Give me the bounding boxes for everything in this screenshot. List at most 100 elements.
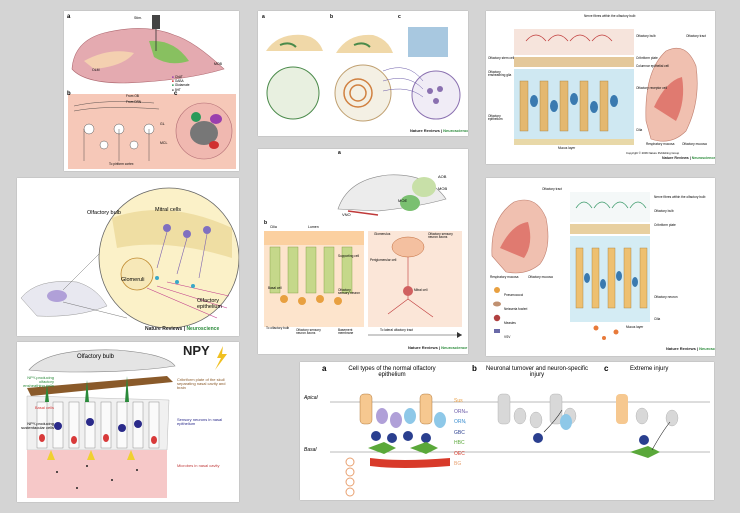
label-mucus: Mucus layer	[558, 146, 576, 150]
journal-footer: Nature Reviews | Neuroscience	[410, 128, 468, 133]
label-cribriform: Cribriform plate	[654, 223, 676, 227]
panel-brain-circuit: a Stim. OLM MOB b c From OB From DRN GL …	[64, 11, 239, 171]
legend: Pneumococci Neisseria fowleri Measles VS…	[504, 288, 527, 344]
label-sensory: Sensory neurons in nasal epithelium	[177, 417, 223, 427]
journal-footer: Nature Reviews | Neuroscience	[145, 326, 220, 332]
label-from-drn: From DRN	[126, 100, 142, 104]
label-resp-mucosa: Respiratory mucosa	[646, 142, 675, 146]
legend-item: ■ ChAT	[172, 75, 183, 79]
label-cilia: Cilia	[636, 128, 643, 132]
label-stem: Olfactory stem cell	[488, 56, 515, 60]
olfactory-system-figure	[264, 174, 462, 338]
pathogens-figure	[491, 192, 650, 340]
copyright: Copyright © 2006 Nature Publishing Group	[626, 151, 680, 155]
sensory-zoom-figure	[266, 27, 461, 122]
label-basal: Basal	[304, 447, 317, 453]
npy-figure	[26, 346, 227, 498]
cell-type-key: Sus ORNₘ ORNᵢ GBC HBC OEC BG	[454, 396, 468, 470]
label-columnar: Columnar epithelial cell	[636, 64, 669, 68]
label-microbes: Microbes in nasal cavity	[177, 463, 220, 468]
label-b: b	[472, 364, 477, 373]
label-c: c	[398, 14, 401, 20]
label-a: a	[262, 14, 265, 20]
cell-type-sus: Sus	[454, 398, 463, 404]
legend-item: Measles	[504, 321, 516, 325]
journal-footer: Nature Reviews | Neuroscience	[408, 345, 468, 350]
label-cribriform: Cribriform plate	[636, 56, 658, 60]
panel-olfactory-system: a AOB MOB MOE VNO b Cilia Lumen Supporti…	[258, 149, 468, 354]
cell-type-orn-m: ORNₘ	[454, 408, 469, 415]
label-gl: GL	[160, 122, 165, 126]
label-cilia: Cilia	[270, 225, 277, 229]
label-basal: Basal cell	[268, 286, 282, 290]
label-epithelium: Olfactory epithelium	[488, 114, 503, 122]
label-ensheathing: Olfactory ensheathing glia	[488, 70, 512, 78]
label-osn: Olfactory sensory neuron	[338, 288, 360, 296]
journal-footer: Nature Reviews | Neuroscience	[662, 156, 715, 160]
panel-cell-types: a Cell types of the normal olfactory epi…	[300, 362, 714, 500]
label-a: a	[67, 14, 71, 20]
cell-type-hbc: HBC	[454, 440, 465, 446]
legend-item: ■ GABA	[172, 79, 184, 84]
label-c: c	[604, 364, 609, 373]
label-cilia: Cilia	[654, 317, 661, 321]
label-glomerulus: Glomerulus	[374, 232, 391, 236]
title-c: Extreme injury	[630, 366, 669, 372]
label-basement: Basement membrane	[338, 328, 354, 336]
label-mitral: Mitral cells	[155, 207, 181, 213]
label-to-cortex: To piriform cortex	[109, 162, 134, 166]
label-from-ob: From OB	[126, 94, 139, 98]
label-osn-axons: Olfactory sensory neuron axons	[428, 232, 453, 240]
glomeruli-figure	[20, 187, 239, 329]
label-mcl: MCL	[160, 141, 168, 145]
label-receptor: Olfactory receptor cell	[636, 86, 668, 90]
label-periglom: Periglomerular cell	[370, 258, 397, 262]
panel-npy: NPY Olfactory bulb NPY-producing olfacto…	[17, 342, 239, 502]
label-lumen: Lumen	[308, 225, 319, 229]
label-vno: VNO	[342, 212, 351, 217]
title-b: Neuronal turnover and neuron-specific in…	[485, 366, 589, 379]
legend-item: VSV	[504, 335, 511, 339]
cell-type-orn-i: ORNᵢ	[454, 419, 466, 425]
label-olf-mucosa: Olfactory mucosa	[682, 142, 707, 146]
panel-sensory-zoom: a b c Nature Reviews | Neuroscience	[258, 11, 468, 136]
label-b: b	[67, 91, 71, 97]
label-supporting: Supporting cell	[338, 254, 360, 258]
journal-footer: Nature Reviews | Neuroscience	[666, 346, 715, 351]
label-b: b	[330, 14, 334, 20]
label-olfactory-bulb: Olfactory bulb	[77, 354, 115, 360]
label-axons: Olfactory sensory neuron axons	[296, 328, 321, 336]
label-c: c	[174, 91, 178, 97]
cell-types-figure	[330, 393, 710, 497]
label-basal: Basal cells	[34, 405, 54, 410]
label-lot: To lateral olfactory tract	[380, 328, 413, 332]
legend-icons	[493, 287, 501, 333]
label-tract: Olfactory tract	[542, 187, 562, 191]
label-glomeruli: Glomeruli	[121, 277, 145, 283]
cell-type-oec: OEC	[454, 450, 465, 457]
label-nerve-fibres: Nerve fibres within the olfactory bulb	[584, 14, 636, 18]
label-bulb: Olfactory bulb	[654, 209, 674, 213]
label-a: a	[338, 150, 341, 156]
panel-pathogens: Olfactory tract Nerve fibres within the …	[486, 178, 715, 356]
label-tract: Olfactory tract	[686, 34, 706, 38]
label-olf-mucosa: Olfactory mucosa	[528, 275, 553, 279]
brain-circuit-figure	[68, 15, 236, 169]
legend-item: Pneumococci	[504, 293, 524, 297]
cell-type-gbc: GBC	[454, 429, 465, 436]
label-mitral: Mitral cell	[414, 288, 428, 292]
label-olfactory-bulb: Olfactory bulb	[636, 34, 656, 38]
label-neuron: Olfactory neuron	[654, 295, 678, 299]
npy-title: NPY	[183, 343, 210, 358]
label-moe: MOE	[398, 198, 408, 203]
label-resp-mucosa: Respiratory mucosa	[490, 275, 519, 279]
label-olfactory-bulb: Olfactory bulb	[87, 210, 121, 216]
label-b: b	[264, 220, 268, 226]
label-epithelium: Olfactory epithelium	[197, 298, 223, 310]
epithelium-anatomy-figure	[514, 29, 698, 145]
label-stim: Stim.	[134, 16, 142, 20]
label-nerve-fibres: Nerve fibres within the olfactory bulb	[654, 195, 706, 199]
label-aob: AOB	[438, 174, 447, 179]
label-to-bulb: To olfactory bulb	[266, 326, 290, 330]
label-a: a	[322, 364, 327, 373]
